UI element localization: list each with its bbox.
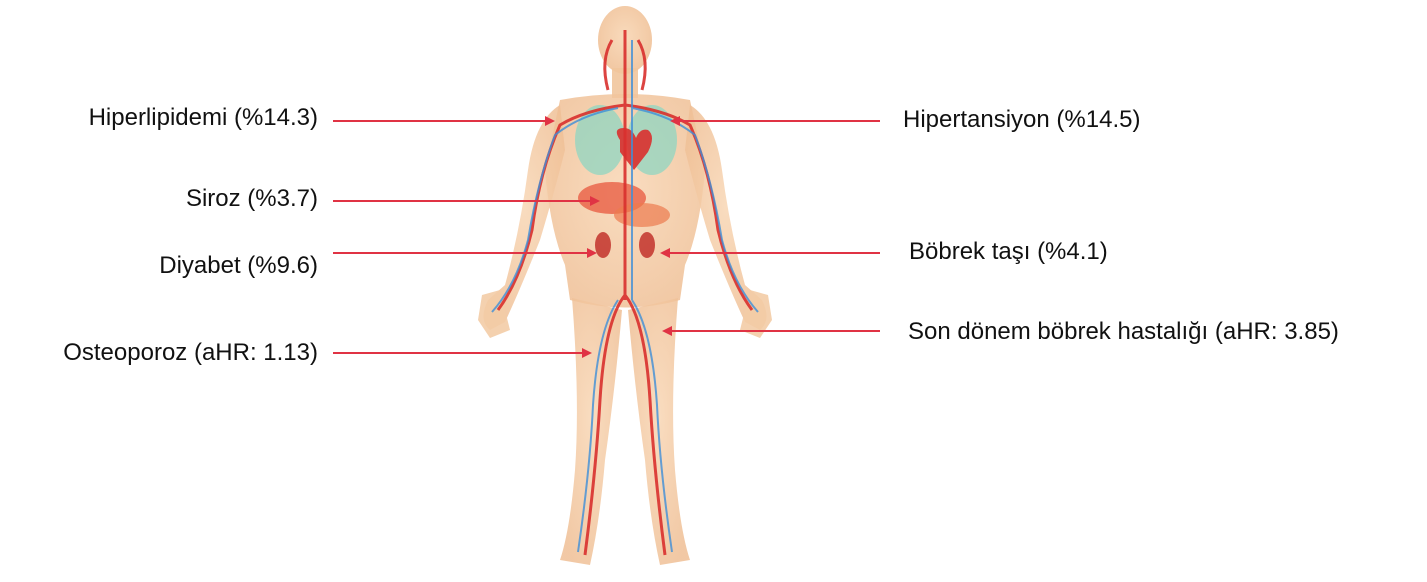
- arteries: [498, 30, 752, 555]
- label-cirrhosis: Siroz (%3.7): [186, 185, 318, 213]
- stomach: [614, 203, 670, 227]
- label-eskd: Son dönem böbrek hastalığı (aHR: 3.85): [908, 318, 1339, 346]
- label-diabetes: Diyabet (%9.6): [159, 252, 318, 280]
- left-kidney: [595, 232, 611, 258]
- human-body-illustration: [478, 6, 772, 565]
- right-kidney: [639, 232, 655, 258]
- label-kidney-stone: Böbrek taşı (%4.1): [909, 238, 1108, 266]
- label-hyperlipidemia: Hiperlipidemi (%14.3): [89, 104, 318, 132]
- label-hypertension: Hipertansiyon (%14.5): [903, 106, 1140, 134]
- label-osteoporosis: Osteoporoz (aHR: 1.13): [63, 339, 318, 367]
